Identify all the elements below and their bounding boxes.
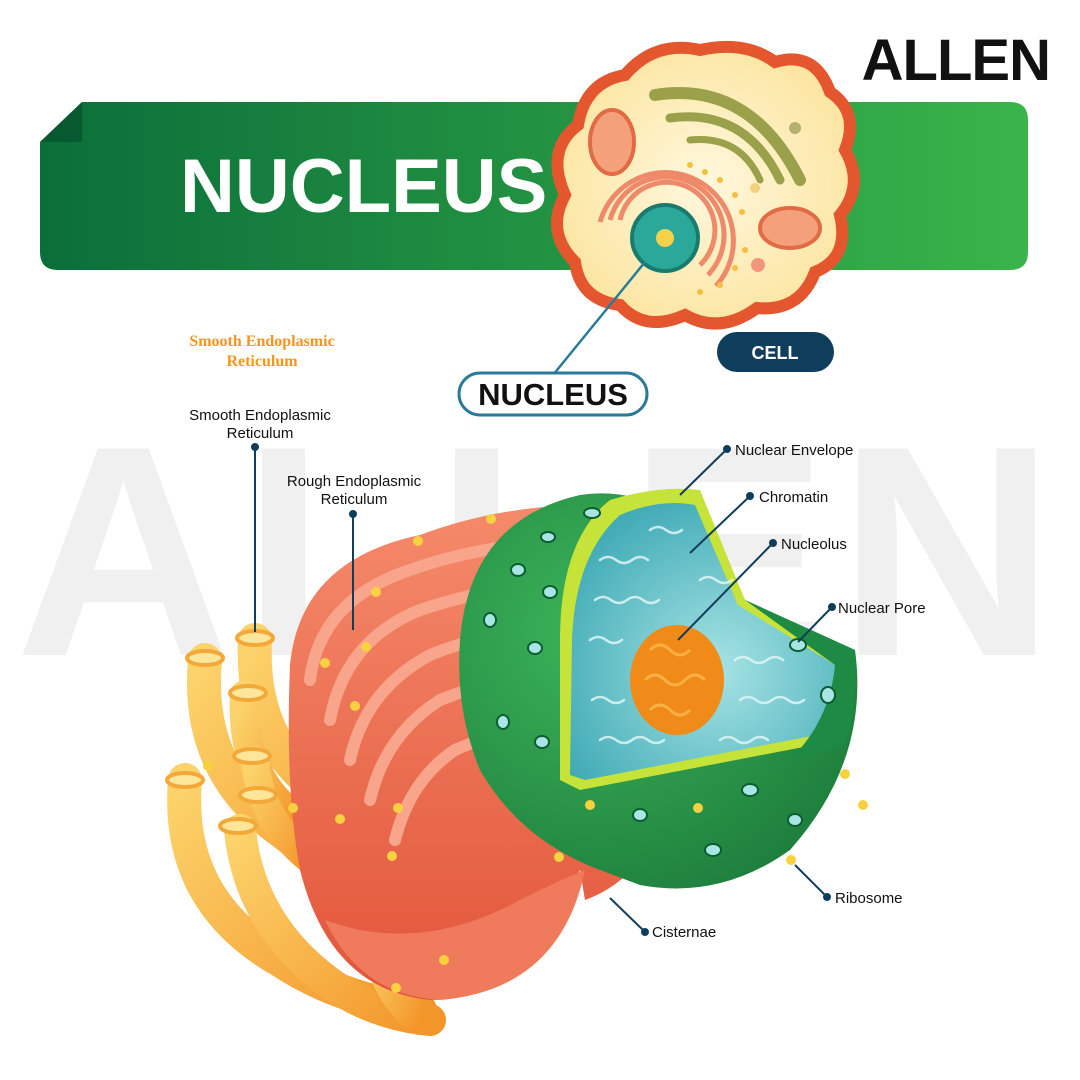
cell-nucleolus bbox=[656, 229, 674, 247]
allen-logo: ALLEN bbox=[862, 28, 1050, 93]
cell-badge-label: CELL bbox=[752, 343, 799, 363]
cell-illustration bbox=[551, 40, 860, 330]
cell-granules bbox=[687, 122, 801, 295]
leader-lines bbox=[251, 443, 836, 936]
label-nucleolus: Nucleolus bbox=[781, 536, 847, 553]
label-cisternae: Cisternae bbox=[652, 924, 716, 941]
ser-highlight-line2: Reticulum bbox=[226, 353, 298, 370]
label-chromatin: Chromatin bbox=[759, 489, 828, 506]
label-rer-line2: Reticulum bbox=[321, 491, 388, 508]
nucleus-3d bbox=[459, 488, 858, 889]
label-nuclear-envelope: Nuclear Envelope bbox=[735, 442, 853, 459]
nucleus-connector bbox=[552, 261, 646, 376]
ribosomes bbox=[203, 514, 868, 993]
nuclear-pores bbox=[483, 507, 836, 857]
golgi-apparatus bbox=[649, 87, 806, 186]
banner-title: NUCLEUS bbox=[180, 144, 547, 229]
label-ribosome: Ribosome bbox=[835, 890, 903, 907]
ser-highlight-line1: Smooth Endoplasmic bbox=[189, 333, 334, 350]
cell-badge: CELL bbox=[717, 332, 834, 372]
mitochondrion bbox=[588, 108, 636, 176]
label-nuclear-pore: Nuclear Pore bbox=[838, 600, 926, 617]
nucleus-badge: NUCLEUS bbox=[457, 371, 649, 417]
label-rer-line1: Rough Endoplasmic bbox=[287, 473, 422, 490]
label-ser-line2: Reticulum bbox=[227, 425, 294, 442]
mitochondrion bbox=[758, 206, 822, 250]
label-ser-line1: Smooth Endoplasmic bbox=[189, 407, 331, 424]
diagram-labels: Smooth Endoplasmic Reticulum Rough Endop… bbox=[189, 407, 925, 941]
nucleus-badge-label: NUCLEUS bbox=[478, 377, 628, 412]
title-banner: NUCLEUS bbox=[40, 102, 1028, 270]
ser-highlight-label: Smooth Endoplasmic Reticulum bbox=[189, 333, 334, 370]
nucleolus-3d bbox=[630, 625, 724, 735]
cell-er bbox=[597, 170, 736, 288]
